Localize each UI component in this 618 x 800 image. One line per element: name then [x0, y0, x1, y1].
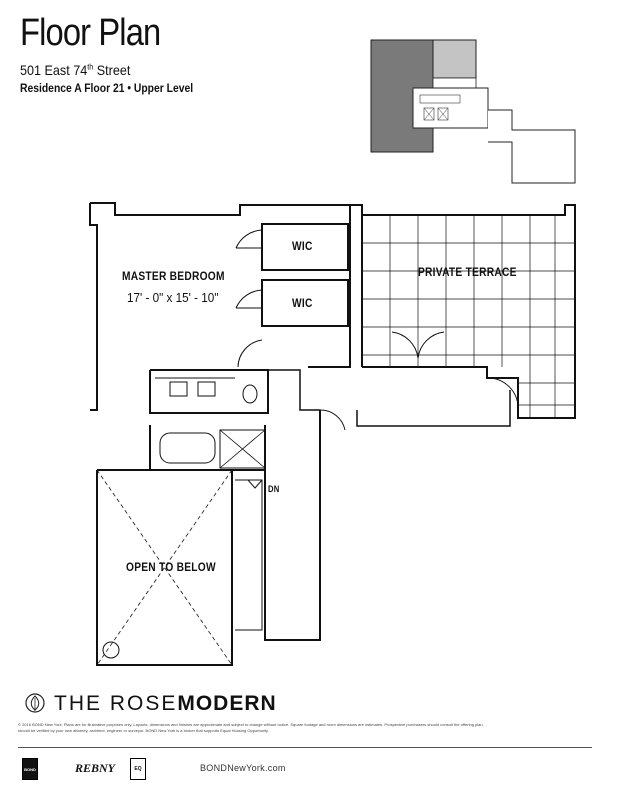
rebny-logo: REBNY: [74, 760, 115, 775]
brand-light: THE ROSE: [54, 692, 178, 715]
address-main: 501 East 74: [20, 62, 88, 78]
address-suffix: th: [87, 62, 94, 72]
stair-down-label: DN: [268, 484, 280, 494]
terrace-grid: [362, 215, 575, 418]
plan-walls: [89, 202, 576, 666]
master-bedroom-label: MASTER BEDROOM: [122, 269, 225, 283]
footer-divider: [18, 747, 592, 748]
leaf-logo-icon: [25, 693, 45, 713]
address-tail: Street: [93, 62, 131, 78]
website-link[interactable]: BONDNewYork.com: [200, 763, 286, 773]
private-terrace-label: PRIVATE TERRACE: [418, 265, 517, 279]
address: 501 East 74th Street: [20, 62, 130, 78]
key-plan: [370, 39, 576, 184]
master-bedroom-dimensions: 17' - 0" x 15' - 10": [127, 290, 219, 305]
legal-line-2: should be verified by your own attorney,…: [18, 727, 269, 733]
legal-disclaimer: © 2016 BOND New York. Plans are for illu…: [18, 722, 498, 734]
open-to-below-label: OPEN TO BELOW: [126, 560, 216, 574]
bond-logo: BOND: [22, 758, 38, 780]
legal-line-1: © 2016 BOND New York. Plans are for illu…: [18, 722, 484, 727]
equal-housing-logo: EQ: [130, 758, 146, 780]
wic-label-1: WIC: [292, 239, 313, 253]
brand-bold: MODERN: [177, 692, 277, 715]
residence-label: Residence A Floor 21 • Upper Level: [20, 83, 194, 95]
wic-label-2: WIC: [292, 296, 313, 310]
brand-name: THE ROSEMODERN: [54, 692, 277, 716]
page-title: Floor Plan: [20, 12, 161, 54]
